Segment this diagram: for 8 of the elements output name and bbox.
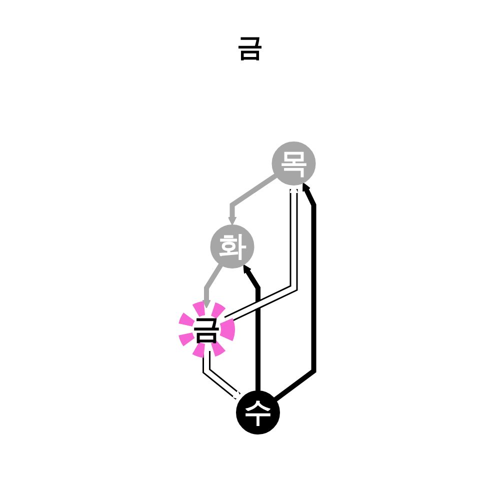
arrow	[243, 264, 260, 390]
arrow	[274, 182, 316, 402]
node-circle: 수	[236, 390, 280, 434]
node-circle: 화	[210, 224, 254, 268]
node-circle: 금	[178, 300, 235, 358]
title: 금	[237, 32, 263, 65]
node-circle: 목	[272, 141, 316, 185]
arrow	[228, 172, 278, 225]
